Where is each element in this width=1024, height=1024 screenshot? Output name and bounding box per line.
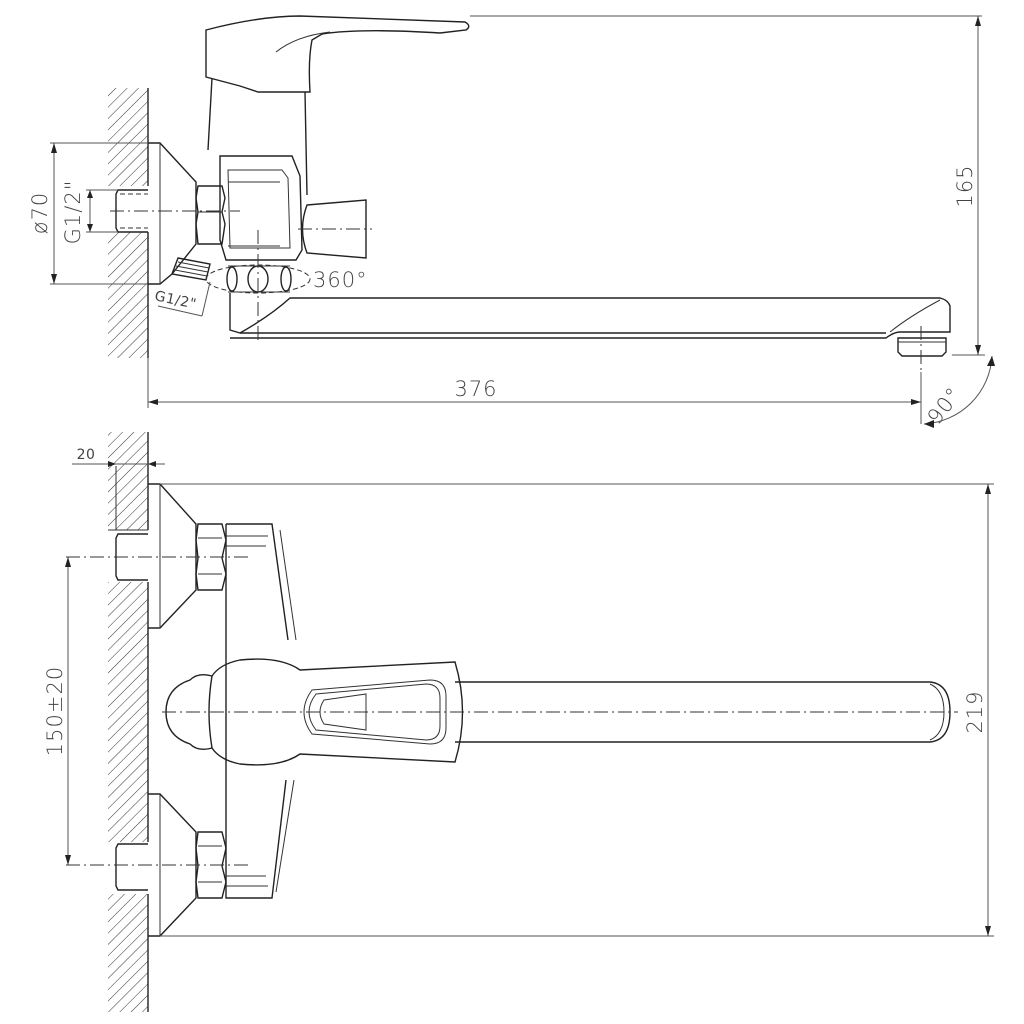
hex-nut — [195, 185, 226, 245]
wall-flange — [148, 142, 197, 285]
body-bar — [225, 523, 297, 899]
spout — [229, 293, 951, 339]
side-center-lines — [110, 210, 372, 342]
dim-inlet-spacing: 150±20 — [43, 557, 71, 865]
lower-inlet — [66, 793, 252, 937]
dim-outlet-thread-label: G1/2" — [153, 288, 198, 312]
dim-overall-width-label: 219 — [963, 690, 987, 733]
hose-outlet — [171, 257, 211, 281]
dim-inlet-thread-label: G1/2" — [61, 180, 85, 245]
wall-section-top — [108, 432, 150, 1012]
dim-inlet-spacing-label: 150±20 — [43, 666, 67, 756]
dim-inlet-thread: G1/2" — [61, 180, 118, 245]
dim-length-label: 376 — [454, 377, 497, 401]
dim-wall-depth-label: 20 — [77, 447, 96, 463]
dim-length: 376 — [147, 358, 922, 424]
dim-aerator-angle: 90° — [923, 355, 995, 429]
dim-rotation-label: 360° — [313, 268, 368, 292]
dim-flange-diameter-label: ø70 — [28, 192, 52, 235]
top-view: 20 — [43, 432, 994, 1012]
dim-overall-width: 219 — [160, 483, 994, 937]
aerator — [897, 326, 947, 372]
dim-flange-diameter: ø70 — [28, 142, 148, 285]
lever-handle — [205, 15, 470, 93]
dim-height: 165 — [470, 15, 985, 356]
mixer-body — [207, 77, 308, 261]
dim-outlet-thread: G1/2" — [153, 281, 211, 317]
dim-wall-depth: 20 — [72, 447, 165, 467]
diverter-knob — [301, 199, 367, 259]
swivel-ring — [205, 264, 311, 294]
side-view: ø70 G1/2" G1/2" 360° 165 — [28, 15, 995, 429]
upper-inlet — [66, 483, 252, 629]
wall-section — [108, 88, 150, 358]
dim-height-label: 165 — [953, 164, 977, 207]
